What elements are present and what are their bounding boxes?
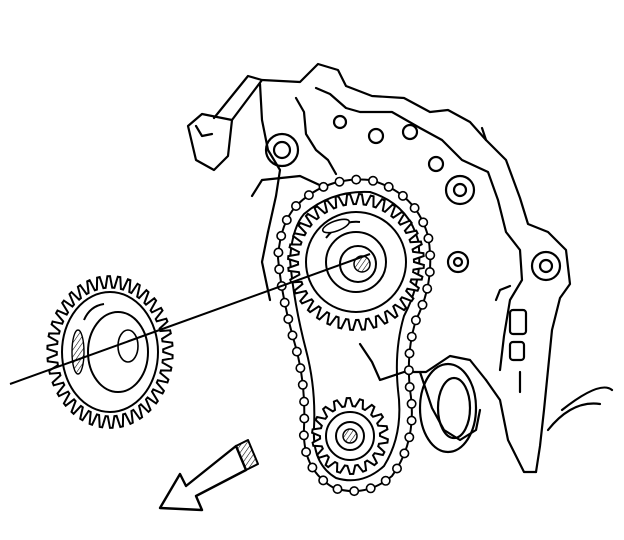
chain-link [287,330,298,341]
chain-link [273,247,284,258]
chain-link [406,415,417,426]
chain-link [418,217,429,228]
chain-link [417,299,428,310]
alignment-line [9,253,371,385]
chain-link [332,483,343,494]
chain-link [281,215,292,226]
chain-link [276,230,287,241]
chain-link [297,379,308,390]
chain-link [404,381,415,392]
chain-link [423,233,434,244]
chain-link [299,413,310,424]
chain-link [283,313,294,324]
chain-link [295,363,306,374]
chain-link [334,176,345,187]
camshaft-sprocket [287,193,425,331]
removed-sprocket [46,275,174,429]
chain-link [399,448,410,459]
chain-link [307,462,318,473]
chain-link [422,283,433,294]
chain-link [365,483,376,494]
chain-link [406,331,417,342]
chain-link [279,297,290,308]
chain-link [406,398,417,409]
chain-link [397,190,408,201]
chain-link [383,181,394,192]
chain-link [303,190,314,201]
chain-link [301,446,312,457]
chain-link [299,396,310,407]
timing-chain-links [273,174,436,497]
chain-link [291,346,302,357]
chain-link [409,203,420,214]
chain-link [318,181,329,192]
direction-arrow [158,439,259,512]
crankshaft-sprocket [310,396,390,476]
chain-link [298,430,309,441]
chain-link [380,475,391,486]
chain-link [425,250,436,261]
chain-link [318,475,329,486]
chain-link [349,486,360,497]
chain-link [404,432,415,443]
chain-link [391,463,402,474]
chain-link [367,175,378,186]
chain-link [403,365,414,376]
chain-link [410,315,421,326]
chain-link [351,174,362,185]
engine-front-cover [186,62,614,474]
chain-link [424,266,435,277]
chain-link [404,348,415,359]
chain-link [274,264,285,275]
chain-link [290,201,301,212]
